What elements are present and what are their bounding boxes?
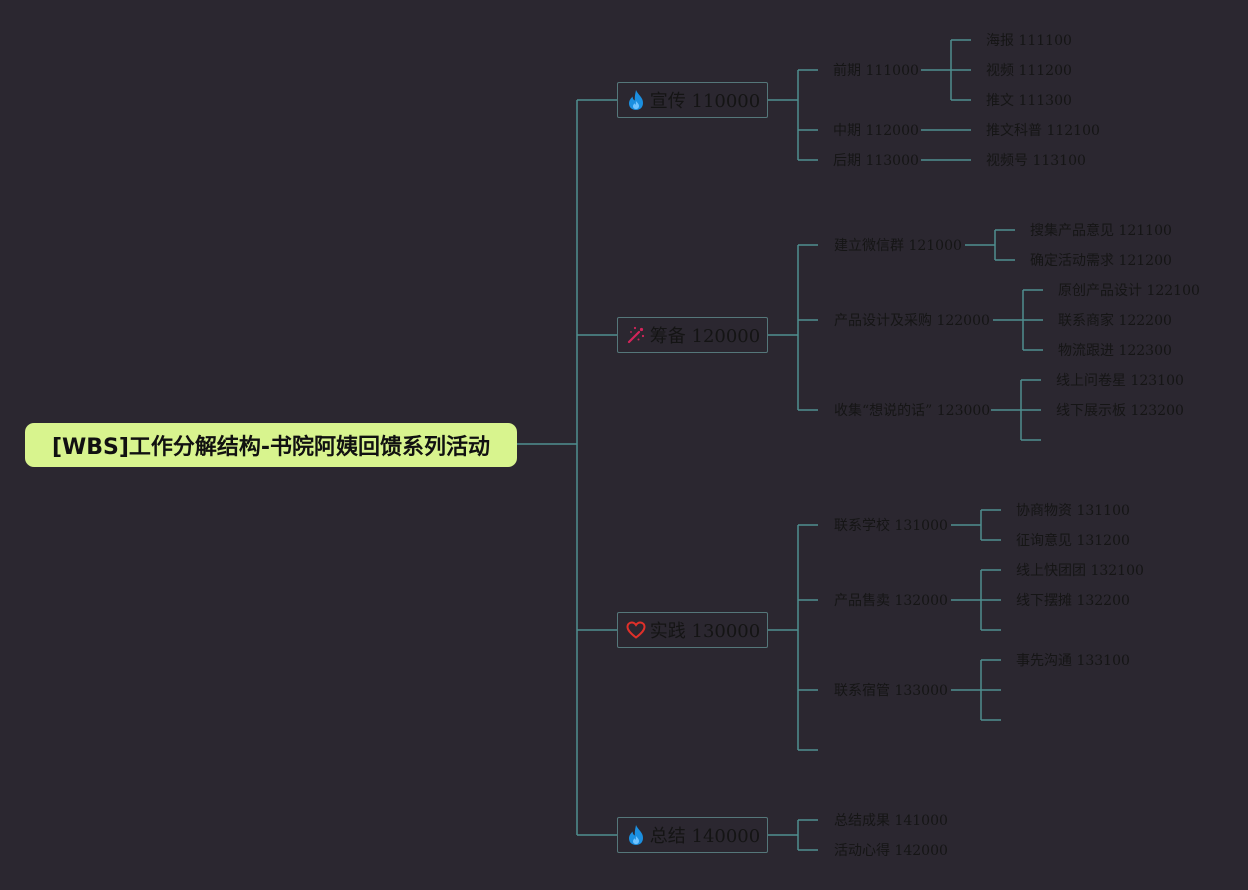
subtask-node[interactable]: 推文 111300 [986, 93, 1072, 109]
subtask-node[interactable]: 联系商家 122200 [1058, 313, 1172, 329]
sparkle-icon [625, 324, 647, 346]
task-node[interactable]: 产品售卖 132000 [834, 593, 948, 609]
heart-icon [625, 619, 647, 641]
branch-node-summary[interactable]: 总结 140000 [617, 817, 768, 853]
subtask-node[interactable]: 线上快团团 132100 [1016, 563, 1144, 579]
subtask-node[interactable]: 线下展示板 123200 [1056, 403, 1184, 419]
subtask-node[interactable]: 协商物资 131100 [1016, 503, 1130, 519]
branch-label: 筹备 120000 [649, 326, 761, 347]
task-node[interactable]: 总结成果 141000 [834, 813, 948, 829]
branch-label: 总结 140000 [649, 826, 761, 847]
task-node[interactable]: 前期 111000 [833, 63, 919, 79]
subtask-node[interactable]: 物流跟进 122300 [1058, 343, 1172, 359]
subtask-node[interactable]: 推文科普 112100 [986, 123, 1100, 139]
root-title: [WBS]工作分解结构-书院阿姨回馈系列活动 [51, 435, 491, 460]
task-node[interactable]: 联系学校 131000 [834, 518, 948, 534]
subtask-node[interactable]: 事先沟通 133100 [1016, 653, 1130, 669]
task-node[interactable]: 收集“想说的话” 123000 [834, 403, 991, 419]
task-node[interactable]: 中期 112000 [833, 123, 919, 139]
subtask-node[interactable]: 视频 111200 [986, 63, 1072, 79]
subtask-node[interactable]: 海报 111100 [986, 33, 1072, 49]
branch-node-publicity[interactable]: 宣传 110000 [617, 82, 768, 118]
subtask-node[interactable]: 线上问卷星 123100 [1056, 373, 1184, 389]
flame-icon [625, 824, 647, 846]
branch-label: 宣传 110000 [649, 91, 761, 112]
task-node[interactable]: 建立微信群 121000 [834, 238, 962, 254]
subtask-node[interactable]: 确定活动需求 121200 [1030, 253, 1172, 269]
subtask-node[interactable]: 线下摆摊 132200 [1016, 593, 1130, 609]
subtask-node[interactable]: 搜集产品意见 121100 [1030, 223, 1172, 239]
branch-label: 实践 130000 [649, 621, 761, 642]
task-node[interactable]: 联系宿管 133000 [834, 683, 948, 699]
root-node[interactable]: [WBS]工作分解结构-书院阿姨回馈系列活动 [25, 423, 517, 467]
subtask-node[interactable]: 征询意见 131200 [1016, 533, 1130, 549]
subtask-node[interactable]: 原创产品设计 122100 [1058, 283, 1200, 299]
task-node[interactable]: 活动心得 142000 [834, 843, 948, 859]
branch-node-preparation[interactable]: 筹备 120000 [617, 317, 768, 353]
branch-node-practice[interactable]: 实践 130000 [617, 612, 768, 648]
subtask-node[interactable]: 视频号 113100 [986, 153, 1086, 169]
task-node[interactable]: 后期 113000 [833, 153, 919, 169]
flame-icon [625, 89, 647, 111]
task-node[interactable]: 产品设计及采购 122000 [834, 313, 990, 329]
